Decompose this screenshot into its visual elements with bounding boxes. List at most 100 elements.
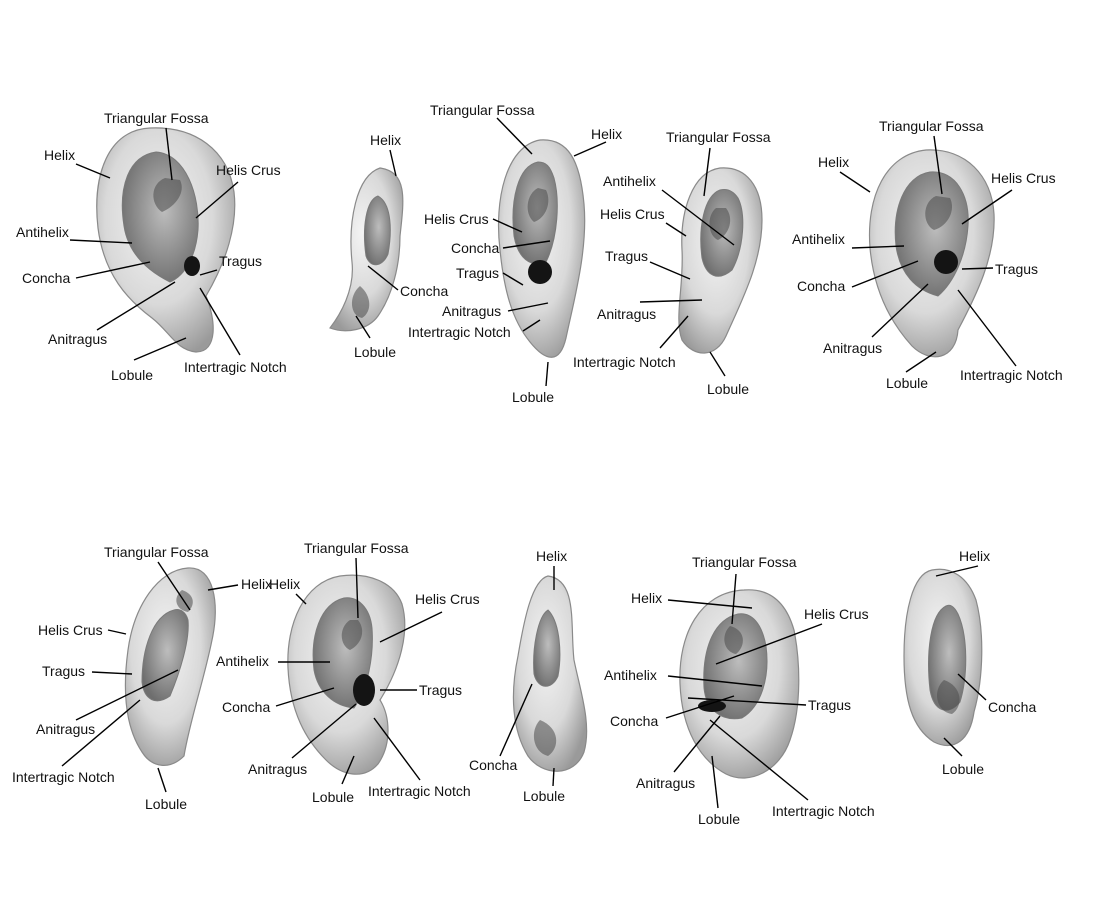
ear-10-labels: Helix Concha Lobule (942, 548, 1036, 777)
label-intertragic-notch: Intertragic Notch (573, 354, 676, 370)
ear-2-labels: Helix Concha Lobule (354, 132, 448, 360)
label-triangular-fossa: Triangular Fossa (104, 110, 209, 126)
label-lobule: Lobule (886, 375, 928, 391)
label-antihelix: Antihelix (603, 173, 656, 189)
label-triangular-fossa: Triangular Fossa (304, 540, 409, 556)
ear-7-leaders (275, 557, 443, 785)
ear-6-illustration (124, 567, 216, 766)
ear-3-illustration (497, 139, 586, 358)
ear-3-labels: Triangular Fossa Helix Helis Crus Concha… (408, 102, 622, 405)
label-helis-crus: Helis Crus (38, 622, 103, 638)
label-lobule: Lobule (354, 344, 396, 360)
label-antihelix: Antihelix (792, 231, 845, 247)
ear-5: Triangular Fossa Helix Helis Crus Antihe… (792, 118, 1063, 391)
ear-3: Triangular Fossa Helix Helis Crus Concha… (408, 102, 622, 405)
label-helix: Helix (631, 590, 662, 606)
label-lobule: Lobule (145, 796, 187, 812)
label-concha: Concha (22, 270, 70, 286)
ear-8: Helix Concha Lobule (469, 548, 588, 804)
label-intertragic-notch: Intertragic Notch (12, 769, 115, 785)
label-lobule: Lobule (707, 381, 749, 397)
label-helix: Helix (44, 147, 75, 163)
label-helix: Helix (241, 576, 272, 592)
label-lobule: Lobule (942, 761, 984, 777)
label-lobule: Lobule (523, 788, 565, 804)
label-helix: Helix (269, 576, 300, 592)
label-lobule: Lobule (698, 811, 740, 827)
label-tragus: Tragus (419, 682, 462, 698)
label-helis-crus: Helis Crus (600, 206, 665, 222)
label-tragus: Tragus (995, 261, 1038, 277)
label-concha: Concha (988, 699, 1036, 715)
label-concha: Concha (222, 699, 270, 715)
label-triangular-fossa: Triangular Fossa (430, 102, 535, 118)
label-anitragus: Anitragus (636, 775, 695, 791)
ear-2: Helix Concha Lobule (329, 132, 448, 360)
ear-3-leaders (492, 117, 607, 387)
ear-4-leaders (639, 147, 735, 377)
label-tragus: Tragus (808, 697, 851, 713)
label-anitragus: Anitragus (597, 306, 656, 322)
ear-4: Triangular Fossa Antihelix Helis Crus Tr… (573, 129, 771, 397)
ear-2-leaders (355, 149, 399, 339)
label-tragus: Tragus (42, 663, 85, 679)
ear-1-labels: Triangular Fossa Helix Helis Crus Antihe… (16, 110, 287, 383)
label-lobule: Lobule (111, 367, 153, 383)
label-antihelix: Antihelix (216, 653, 269, 669)
ear-8-labels: Helix Concha Lobule (469, 548, 567, 804)
label-lobule: Lobule (312, 789, 354, 805)
label-intertragic-notch: Intertragic Notch (960, 367, 1063, 383)
label-helix: Helix (591, 126, 622, 142)
ear-5-leaders (839, 135, 1017, 373)
label-anitragus: Anitragus (442, 303, 501, 319)
ear-4-labels: Triangular Fossa Antihelix Helis Crus Tr… (573, 129, 771, 397)
label-triangular-fossa: Triangular Fossa (879, 118, 984, 134)
label-intertragic-notch: Intertragic Notch (408, 324, 511, 340)
label-anitragus: Anitragus (48, 331, 107, 347)
ear-9: Triangular Fossa Helix Helis Crus Antihe… (604, 554, 875, 827)
ear-5-illustration (868, 149, 995, 358)
ear-1: Triangular Fossa Helix Helis Crus Antihe… (16, 110, 287, 383)
ear-6: Triangular Fossa Helix Helis Crus Tragus… (12, 544, 272, 812)
ear-4-illustration (678, 167, 763, 354)
ear-8-leaders (499, 566, 555, 787)
label-concha: Concha (610, 713, 658, 729)
ear-7-labels: Triangular Fossa Helix Helis Crus Antihe… (216, 540, 480, 805)
ear-10-illustration (903, 568, 983, 747)
label-concha: Concha (400, 283, 448, 299)
ear-9-labels: Triangular Fossa Helix Helis Crus Antihe… (604, 554, 875, 827)
label-helis-crus: Helis Crus (216, 162, 281, 178)
ear-6-leaders (61, 561, 239, 793)
label-anitragus: Anitragus (823, 340, 882, 356)
label-concha: Concha (451, 240, 499, 256)
label-tragus: Tragus (219, 253, 262, 269)
label-helix: Helix (370, 132, 401, 148)
label-triangular-fossa: Triangular Fossa (692, 554, 797, 570)
ear-10-leaders (935, 565, 987, 757)
ear-1-leaders (69, 127, 241, 361)
label-anitragus: Anitragus (36, 721, 95, 737)
ear-5-labels: Triangular Fossa Helix Helis Crus Antihe… (792, 118, 1063, 391)
label-helis-crus: Helis Crus (415, 591, 480, 607)
label-tragus: Tragus (456, 265, 499, 281)
label-helis-crus: Helis Crus (804, 606, 869, 622)
label-concha: Concha (797, 278, 845, 294)
label-helix: Helix (959, 548, 990, 564)
ear-8-illustration (512, 575, 588, 772)
label-anitragus: Anitragus (248, 761, 307, 777)
label-helix: Helix (818, 154, 849, 170)
ear-1-illustration (96, 127, 236, 353)
label-intertragic-notch: Intertragic Notch (184, 359, 287, 375)
label-lobule: Lobule (512, 389, 554, 405)
label-intertragic-notch: Intertragic Notch (368, 783, 471, 799)
ear-2-illustration (329, 167, 404, 332)
label-antihelix: Antihelix (16, 224, 69, 240)
ear-9-leaders (665, 573, 823, 809)
label-antihelix: Antihelix (604, 667, 657, 683)
label-concha: Concha (469, 757, 517, 773)
label-triangular-fossa: Triangular Fossa (104, 544, 209, 560)
label-helis-crus: Helis Crus (424, 211, 489, 227)
ear-10: Helix Concha Lobule (903, 548, 1036, 777)
